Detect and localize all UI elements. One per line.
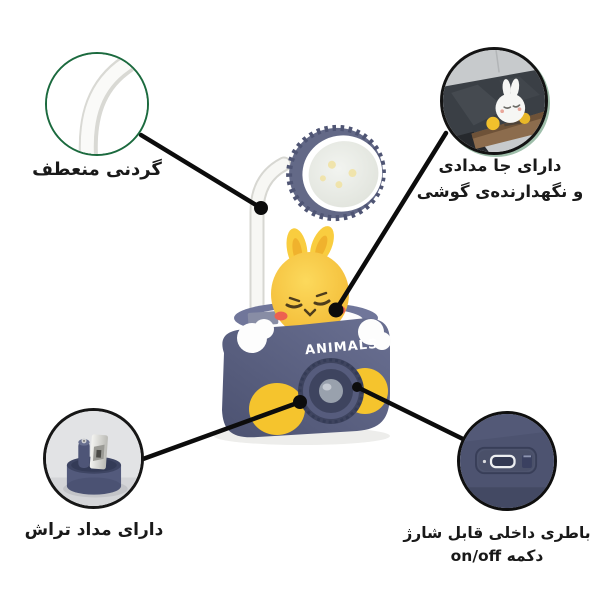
connector-sharpener [140,399,303,462]
sharpener-detail-circle [43,408,144,509]
flexible-neck-detail-circle [45,52,149,156]
white-rabbit-holder [495,78,526,123]
battery-label-line1: باطری داخلی قابل شارژ [403,524,591,542]
phone-holder-detail-circle [440,47,548,155]
phone-holder-label-line2: و نگهدارنده‌ی گوشی [416,182,584,202]
connector-battery [354,384,466,442]
on-off-button [522,454,532,469]
phone-holder-label: دارای جا مدادی و نگهدارنده‌ی گوشی [405,153,595,206]
connector-lines [138,130,466,462]
connector-phone-holder [333,130,449,313]
sharpener-label: دارای مداد تراش [24,520,164,540]
rabbit-face [285,291,331,317]
flexible-neck-zoom-image [47,54,147,154]
battery-label: باطری داخلی قابل شارژ دکمه on/off [397,522,597,569]
phone-holder-zoom-image [443,50,545,152]
blush-left [274,311,288,321]
collar-puffs [237,319,391,353]
rabbit-character [271,226,349,336]
pencil-sharpener [78,434,108,470]
battery-zoom-image [460,414,554,508]
battery-label-line2: دکمه on/off [450,547,544,566]
led-dots [319,160,357,189]
usb-port [489,454,516,469]
connector-neck [138,132,264,211]
phone-holder-label-line1: دارای جا مدادی [438,156,562,175]
brand-label: ANIMALS [304,337,378,358]
lamp-head [286,124,386,222]
battery-detail-circle [457,411,557,511]
flexible-neck-label: گردنی منعطف [32,159,162,180]
sharpener-zoom-image [46,411,141,506]
charge-led [482,459,487,464]
camera-lens [298,358,364,424]
